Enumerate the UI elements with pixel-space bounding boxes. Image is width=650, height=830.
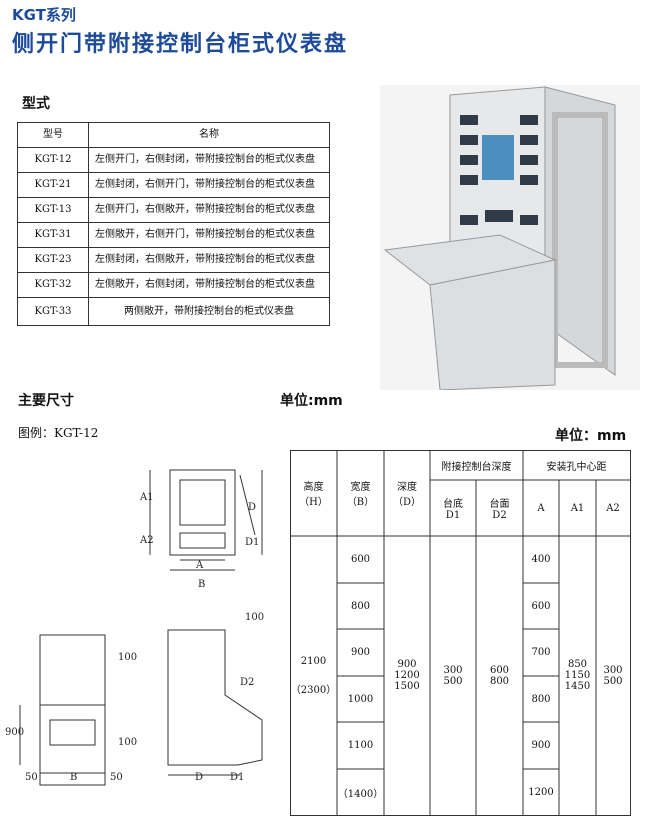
h-depth: 深度	[397, 482, 417, 493]
model: KGT-33	[17, 297, 89, 326]
model: KGT-21	[17, 172, 89, 198]
D2-value: 800	[489, 675, 510, 687]
A1-value: 1450	[564, 681, 591, 692]
H-alt: （2300）	[290, 684, 337, 696]
h-D2: D2	[492, 510, 507, 521]
series-label: KGT系列	[12, 6, 76, 24]
dimensions-heading: 主要尺寸	[18, 393, 74, 409]
B-value: 800	[350, 600, 371, 612]
page-title: 侧开门带附接控制台柜式仪表盘	[12, 32, 349, 57]
h-A: A	[537, 502, 545, 514]
h-B: （B）	[346, 497, 375, 508]
B-value: 1000	[347, 693, 374, 705]
dim-A: A	[195, 560, 204, 571]
unit-label: 单位:mm	[280, 393, 343, 409]
h-A2: A2	[606, 502, 620, 514]
D-value: 1500	[394, 681, 420, 692]
A1-value: 850	[567, 659, 588, 670]
h-D1: D1	[445, 510, 461, 521]
h-holes: 安装孔中心距	[546, 461, 607, 473]
model: KGT-12	[17, 147, 89, 173]
name: 左侧开门，右侧封闭，带附接控制台的柜式仪表盘	[88, 147, 330, 173]
dim-D1: D1	[245, 537, 259, 548]
name: 左侧封闭，右侧敞开，带附接控制台的柜式仪表盘	[88, 247, 330, 273]
D1-value: 300	[443, 664, 463, 676]
B-value: 600	[350, 554, 371, 565]
model: KGT-13	[17, 197, 89, 223]
name: 左侧敞开，右侧开门，带附接控制台的柜式仪表盘	[88, 222, 330, 248]
dimensions-table	[290, 450, 631, 816]
D1-value: 500	[443, 675, 463, 687]
D2-value: 600	[489, 664, 510, 676]
dim-50b: 50	[110, 772, 123, 783]
A-value: 600	[531, 600, 551, 612]
dim-100: 100	[118, 652, 137, 663]
D-value: 1200	[394, 670, 420, 681]
name: 左侧敞开，右侧封闭，带附接控制台的柜式仪表盘	[88, 272, 330, 298]
col-name: 名称	[88, 122, 330, 148]
name: 左侧封闭，右侧开门，带附接控制台的柜式仪表盘	[88, 172, 330, 198]
dim-A2: A2	[139, 535, 154, 546]
H-value: 2100	[300, 655, 327, 667]
name: 左侧开门，右侧敞开，带附接控制台的柜式仪表盘	[88, 197, 330, 223]
A-value: 1200	[528, 786, 554, 798]
model: KGT-32	[17, 272, 89, 298]
dim-100c: 100	[118, 737, 137, 748]
h-D: （D）	[392, 497, 422, 508]
dim-D-side: D	[195, 772, 203, 783]
B-value: 1100	[347, 740, 374, 751]
example-label: 图例：KGT-12	[18, 426, 99, 440]
unit-label-2: 单位：mm	[555, 428, 627, 444]
h-height: 高度	[303, 482, 324, 493]
dim-A1: A1	[139, 492, 154, 503]
models-heading: 型式	[22, 96, 50, 112]
h-A1: A1	[570, 502, 585, 514]
dimension-drawing: A1 A2 D D1 A B 100 100 100 900 50 B 50 D…	[5, 469, 264, 786]
h-width: 宽度	[350, 482, 371, 493]
h-console: 附接控制台深度	[441, 461, 512, 473]
A-value: 700	[531, 647, 551, 658]
A-value: 900	[531, 740, 551, 751]
dim-B: B	[198, 579, 205, 590]
dim-D1-side: D1	[230, 772, 244, 783]
h-base: 台底	[443, 499, 463, 510]
dim-100b: 100	[245, 612, 264, 623]
dim-50: 50	[25, 772, 38, 783]
A-value: 800	[531, 693, 551, 705]
name: 两侧敞开，带附接控制台的柜式仪表盘	[88, 297, 330, 326]
A2-value: 500	[603, 675, 623, 687]
dim-D2: D2	[240, 677, 254, 688]
B-value: 900	[350, 647, 371, 658]
B-value: （1400）	[337, 788, 384, 800]
h-top: 台面	[489, 499, 510, 510]
cabinet-photo	[380, 85, 640, 390]
dim-D: D	[248, 502, 256, 513]
model: KGT-23	[17, 247, 89, 273]
model: KGT-31	[17, 222, 89, 248]
A1-value: 1150	[564, 670, 591, 681]
col-model: 型号	[17, 122, 89, 148]
A-value: 400	[531, 554, 551, 565]
h-H: （H）	[299, 497, 328, 508]
D-value: 900	[397, 659, 417, 670]
A2-value: 300	[603, 664, 623, 676]
dim-B2: B	[70, 772, 77, 783]
dim-900: 900	[5, 727, 24, 738]
